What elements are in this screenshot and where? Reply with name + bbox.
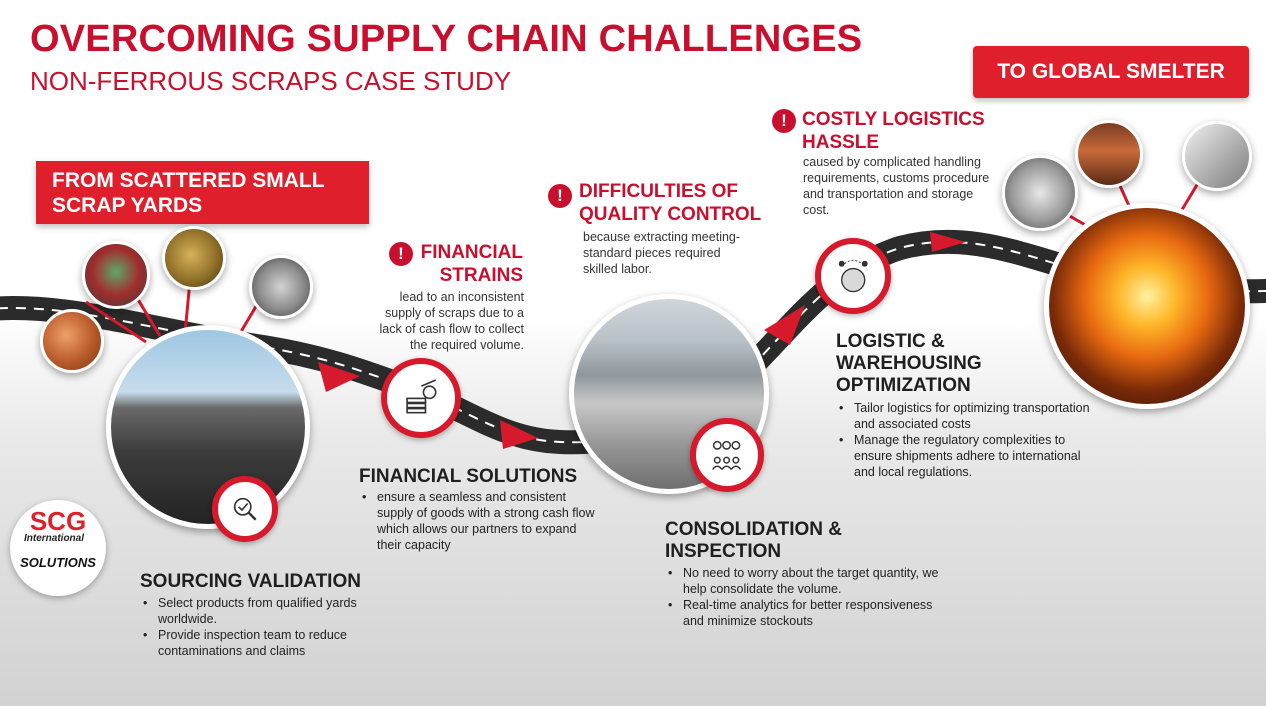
quality-control-title: DIFFICULTIES OF QUALITY CONTROL	[579, 181, 762, 225]
consolidation-title: CONSOLIDATION & INSPECTION	[665, 519, 842, 562]
quality-control-desc: because extracting meeting-standard piec…	[583, 230, 741, 276]
list-item: ensure a seamless and consistent supply …	[359, 489, 595, 553]
logistic-optimization-list: Tailor logistics for optimizing transpor…	[836, 400, 1096, 480]
arrow-3	[764, 305, 805, 345]
sourcing-validation-title: SOURCING VALIDATION	[140, 571, 361, 592]
arrow-2	[500, 420, 538, 449]
warning-icon: !	[389, 242, 413, 266]
list-item: No need to worry about the target quanti…	[665, 565, 955, 597]
magnifier-search-icon	[233, 497, 257, 521]
people-location-icon	[712, 441, 742, 471]
logistic-badge	[815, 238, 891, 314]
money-hand-icon	[405, 378, 437, 414]
warning-icon: !	[548, 184, 572, 208]
list-item: Provide inspection team to reduce contam…	[140, 627, 390, 659]
logistics-hassle-title: COSTLY LOGISTICS HASSLE	[802, 109, 985, 153]
page-title: OVERCOMING SUPPLY CHAIN CHALLENGES	[30, 18, 863, 60]
financial-solutions-title: FINANCIAL SOLUTIONS	[359, 466, 578, 487]
arrow-4	[930, 232, 966, 252]
ingot-photo	[1182, 121, 1252, 191]
copper-scrap-photo	[40, 309, 104, 373]
financial-strains-desc: lead to an inconsistent supply of scraps…	[379, 290, 524, 352]
sourcing-validation-list: Select products from qualified yards wor…	[140, 595, 390, 659]
list-item: Manage the regulatory complexities to en…	[836, 432, 1096, 480]
brass-scrap-photo	[162, 226, 226, 290]
globe-route-icon	[838, 259, 868, 293]
logistic-optimization-title: LOGISTIC & WAREHOUSING OPTIMIZATION	[836, 331, 982, 396]
logo-brand: SCG	[29, 506, 87, 536]
logo-sub: International	[24, 533, 85, 544]
scrap-yard-photo	[106, 325, 310, 529]
arrow-1	[318, 362, 360, 392]
list-item: Select products from qualified yards wor…	[140, 595, 390, 627]
logistics-hassle-desc: caused by complicated handling requireme…	[803, 155, 990, 217]
financial-solutions-badge	[381, 358, 461, 438]
consolidation-list: No need to worry about the target quanti…	[665, 565, 955, 629]
warning-icon: !	[772, 109, 796, 133]
copper-cathode-photo	[1075, 120, 1143, 188]
mixed-scrap-photo	[82, 241, 150, 309]
list-item: Tailor logistics for optimizing transpor…	[836, 400, 1096, 432]
aluminum-coil-photo	[1002, 155, 1078, 231]
aluminum-scrap-photo	[249, 255, 313, 319]
list-item: Real-time analytics for better responsiv…	[665, 597, 955, 629]
to-banner: TO GLOBAL SMELTER	[973, 46, 1249, 98]
financial-strains-title: FINANCIAL STRAINS	[420, 242, 523, 286]
page-subtitle: NON-FERROUS SCRAPS CASE STUDY	[30, 66, 512, 96]
from-banner: FROM SCATTERED SMALL SCRAP YARDS	[36, 161, 369, 224]
logo-tag: SOLUTIONS	[20, 555, 96, 570]
smelter-photo	[1044, 203, 1250, 409]
consolidation-badge	[690, 418, 764, 492]
sourcing-validation-badge	[212, 476, 278, 542]
scg-logo: SCG International SOLUTIONS	[10, 500, 106, 596]
financial-solutions-list: ensure a seamless and consistent supply …	[359, 489, 595, 553]
